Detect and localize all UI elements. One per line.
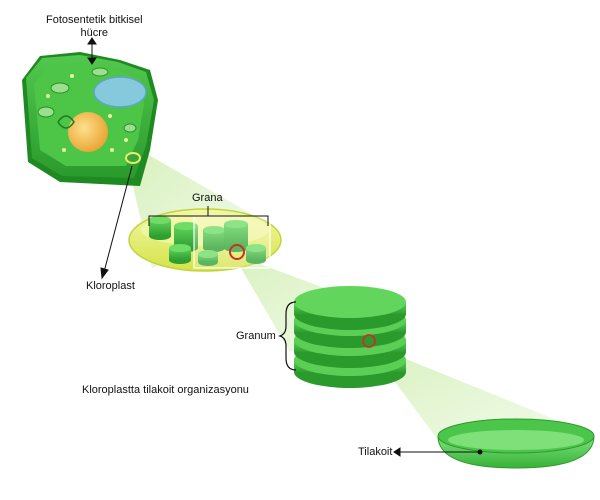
granum-brace (278, 301, 297, 371)
grana-bracket (148, 206, 269, 226)
chloroplast-highlight (125, 152, 141, 164)
vacuole (93, 76, 147, 108)
grana-stacks (149, 216, 266, 266)
chloroplast-label: Kloroplast (86, 280, 135, 292)
thylakoid (437, 418, 595, 469)
granum-highlight (229, 244, 245, 260)
zoom-beam-granum-to-thylakoid (364, 340, 596, 440)
thylakoid-label: Tilakoit (358, 446, 393, 458)
cell-label-line2: hücre (80, 27, 109, 39)
grana-label: Grana (192, 192, 223, 204)
cell-label-line1: Fotosentetik bitkisel (46, 14, 143, 26)
cell-label-arrowhead (87, 37, 97, 45)
granum-label: Granum (236, 330, 276, 342)
thylakoid-highlight (362, 334, 376, 348)
cutaway-window (193, 215, 271, 269)
cell-label: Fotosentetik bitkisel hücre (46, 14, 143, 40)
caption: Kloroplastta tilakoit organizasyonu (82, 384, 249, 396)
chloroplast-label-arrowhead (100, 267, 109, 280)
plant-cell (22, 52, 158, 186)
thylakoid-pointer-dot (477, 449, 483, 455)
nucleus (68, 112, 108, 152)
chloroplast-label-arrow (103, 165, 133, 273)
cell-label-arrowhead-bottom (87, 57, 97, 65)
granum-stack (294, 286, 406, 388)
chloroplast (128, 208, 282, 272)
thylakoid-label-arrowhead (393, 447, 401, 457)
